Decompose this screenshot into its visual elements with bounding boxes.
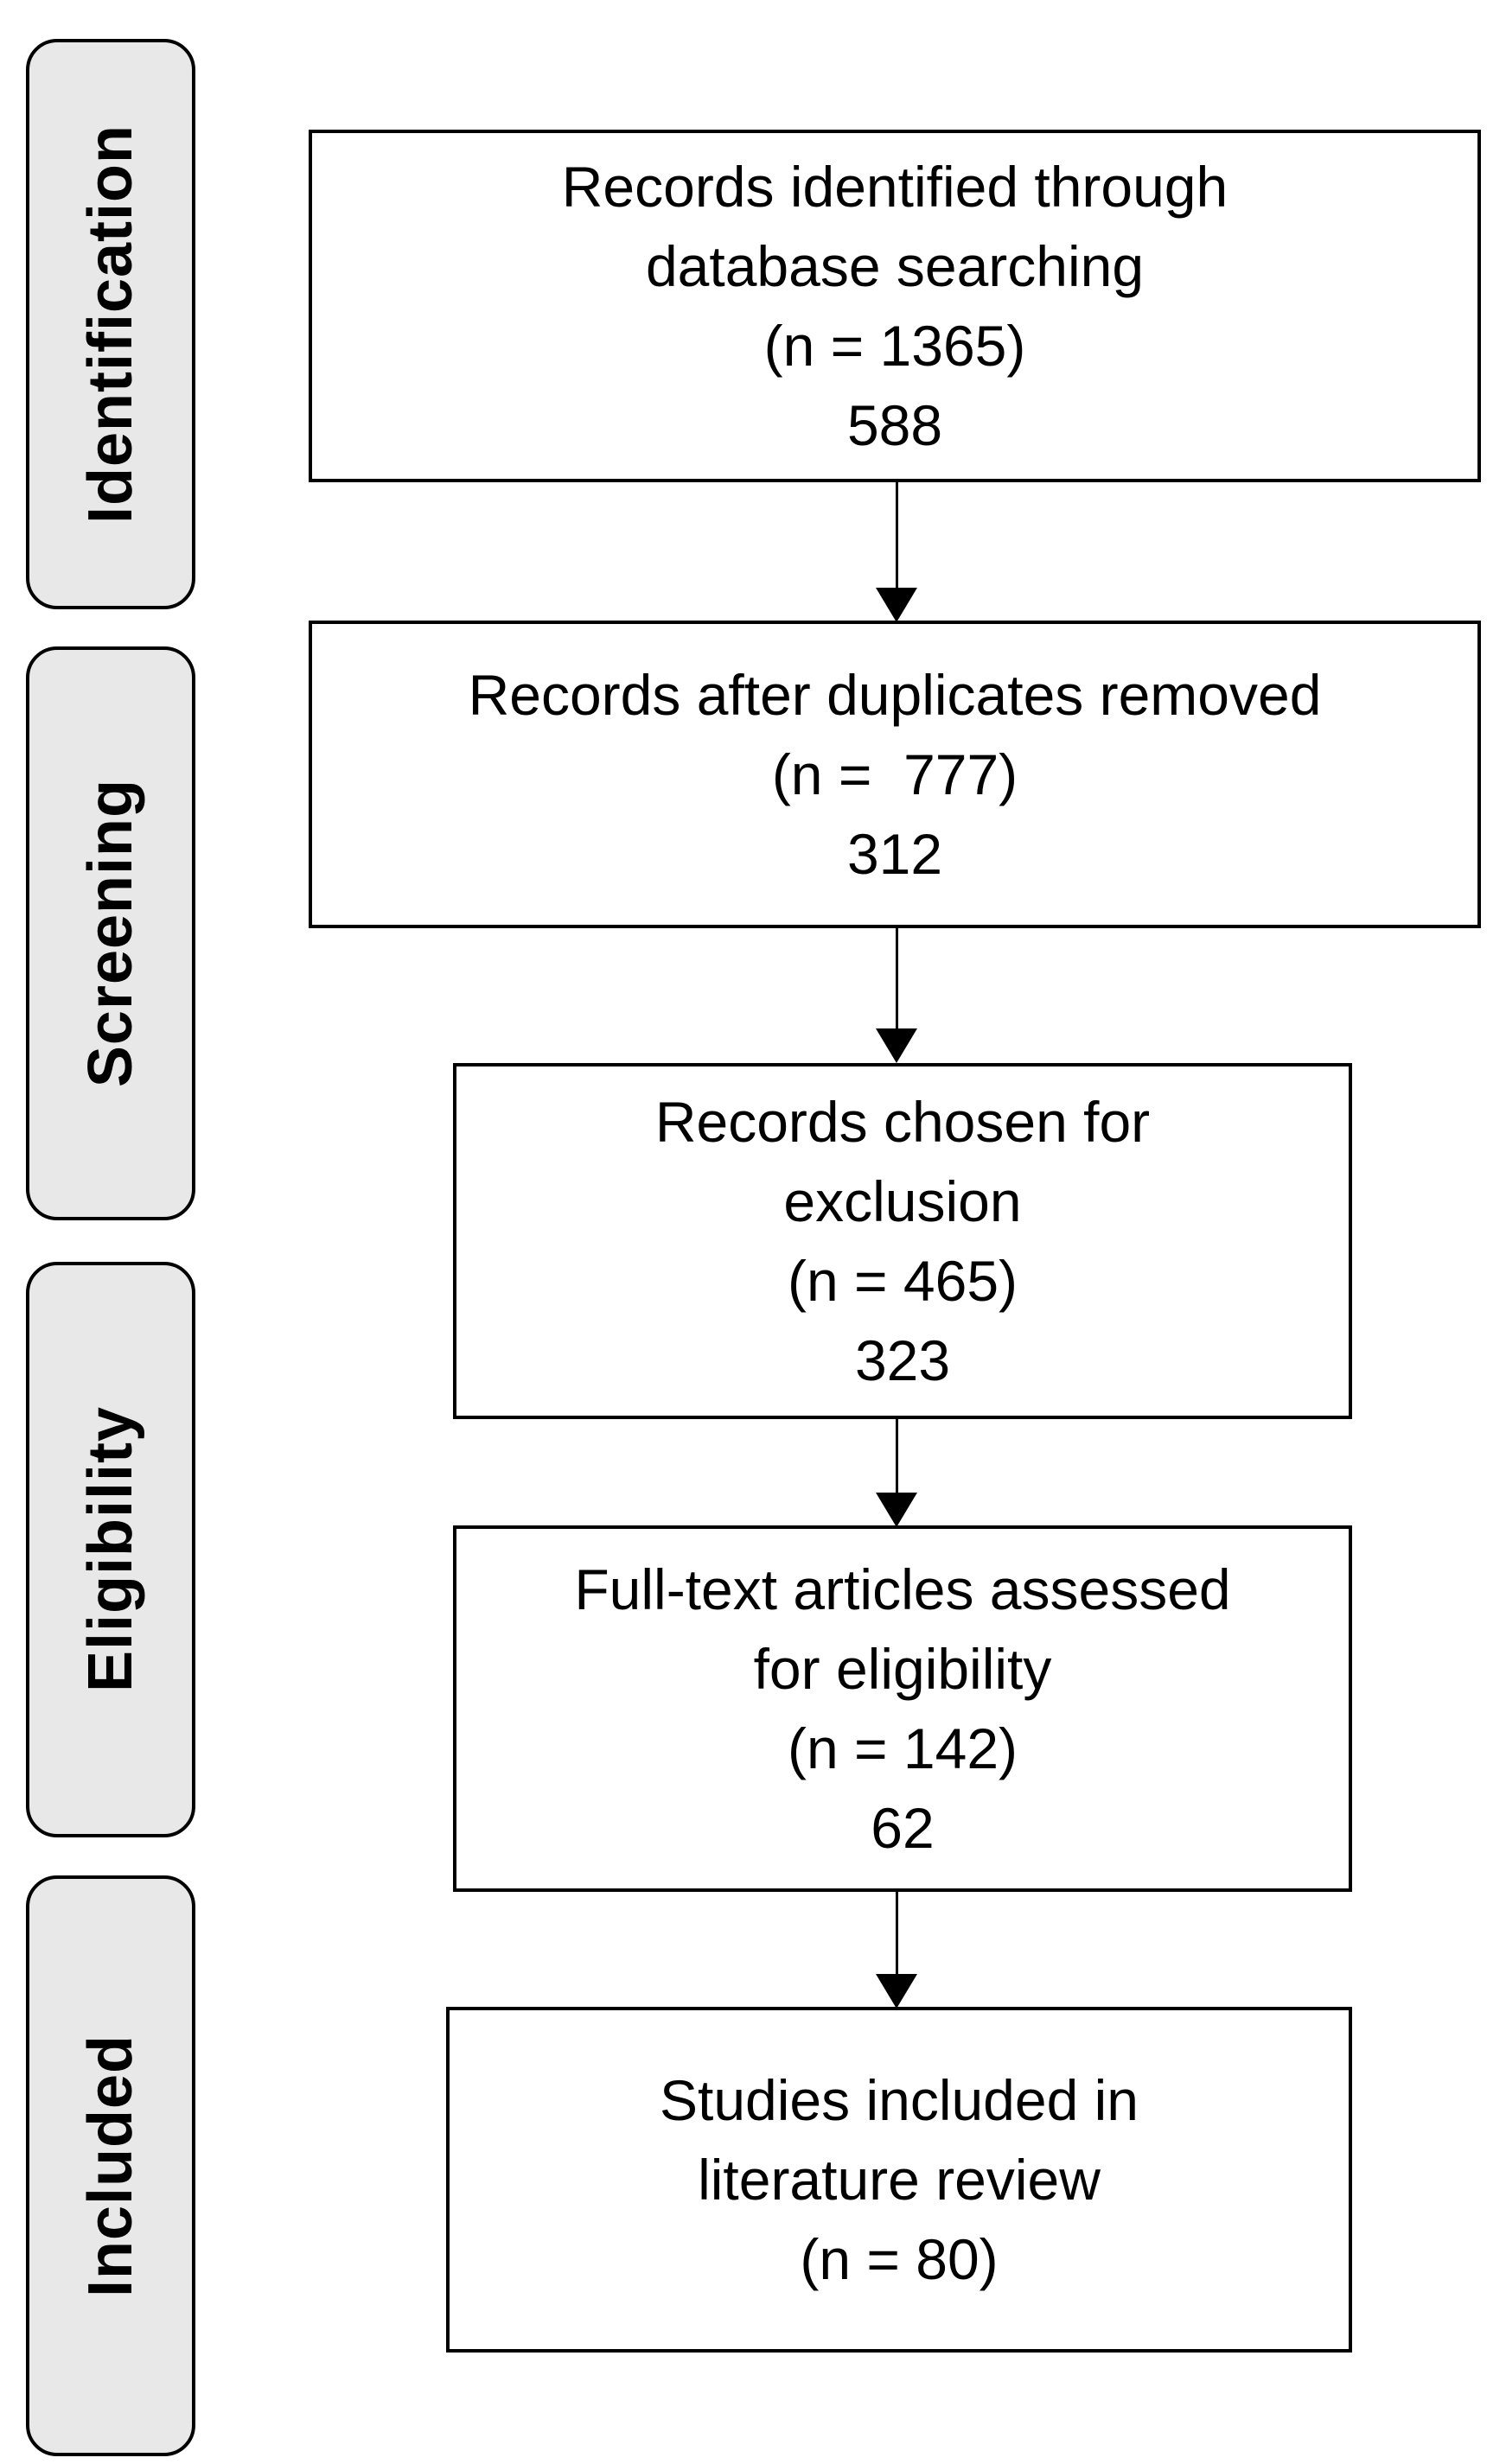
arrow-down-1 [876, 482, 917, 622]
flow-box-records-excluded: Records chosen for exclusion (n = 465) 3… [453, 1063, 1352, 1419]
box-count-line: (n = 142) [788, 1716, 1018, 1780]
flow-box-fulltext-assessed: Full-text articles assessed for eligibil… [453, 1525, 1352, 1892]
flow-box-records-identified: Records identified through database sear… [309, 130, 1481, 482]
arrow-down-2 [876, 927, 917, 1063]
stage-label-included: Included [76, 2034, 145, 2297]
box-text-line: literature review [698, 2148, 1101, 2212]
arrow-shaft [895, 1417, 898, 1493]
stage-label-screening: Screening [76, 779, 145, 1088]
box-text-line: Records after duplicates removed [468, 663, 1322, 727]
box-count-line: 62 [871, 1796, 935, 1860]
box-count-line: (n = 777) [771, 742, 1018, 806]
arrow-down-icon [876, 588, 917, 622]
stage-pill-eligibility: Eligibility [26, 1262, 195, 1837]
flow-box-studies-included: Studies included in literature review (n… [446, 2007, 1352, 2353]
box-text-line: exclusion [783, 1169, 1022, 1233]
arrow-down-icon [876, 1974, 917, 2009]
arrow-shaft [895, 482, 898, 589]
box-text-line: for eligibility [753, 1637, 1052, 1701]
box-text-line: Records identified through [561, 155, 1228, 219]
arrow-down-icon [876, 1493, 917, 1527]
box-text-line: database searching [645, 234, 1145, 298]
box-count-line: (n = 1365) [763, 314, 1026, 378]
arrow-shaft [895, 927, 898, 1029]
stage-label-eligibility: Eligibility [76, 1406, 145, 1693]
box-text-line: Studies included in [659, 2068, 1139, 2132]
box-text-line: Records chosen for [654, 1090, 1151, 1154]
box-count-line: 312 [846, 822, 943, 886]
stage-pill-included: Included [26, 1875, 195, 2456]
flow-box-duplicates-removed: Records after duplicates removed (n = 77… [309, 621, 1481, 928]
box-text-line: Full-text articles assessed [574, 1557, 1231, 1621]
arrow-down-4 [876, 1891, 917, 2009]
box-count-line: 588 [846, 393, 943, 457]
stage-pill-screening: Screening [26, 646, 195, 1220]
stage-pill-identification: Identification [26, 39, 195, 609]
box-count-line: 323 [854, 1328, 951, 1392]
stage-label-identification: Identification [76, 124, 145, 524]
box-count-line: (n = 80) [800, 2227, 999, 2291]
arrow-shaft [895, 1891, 898, 1975]
arrow-down-icon [876, 1028, 917, 1063]
arrow-down-3 [876, 1417, 917, 1527]
box-count-line: (n = 465) [788, 1249, 1018, 1313]
